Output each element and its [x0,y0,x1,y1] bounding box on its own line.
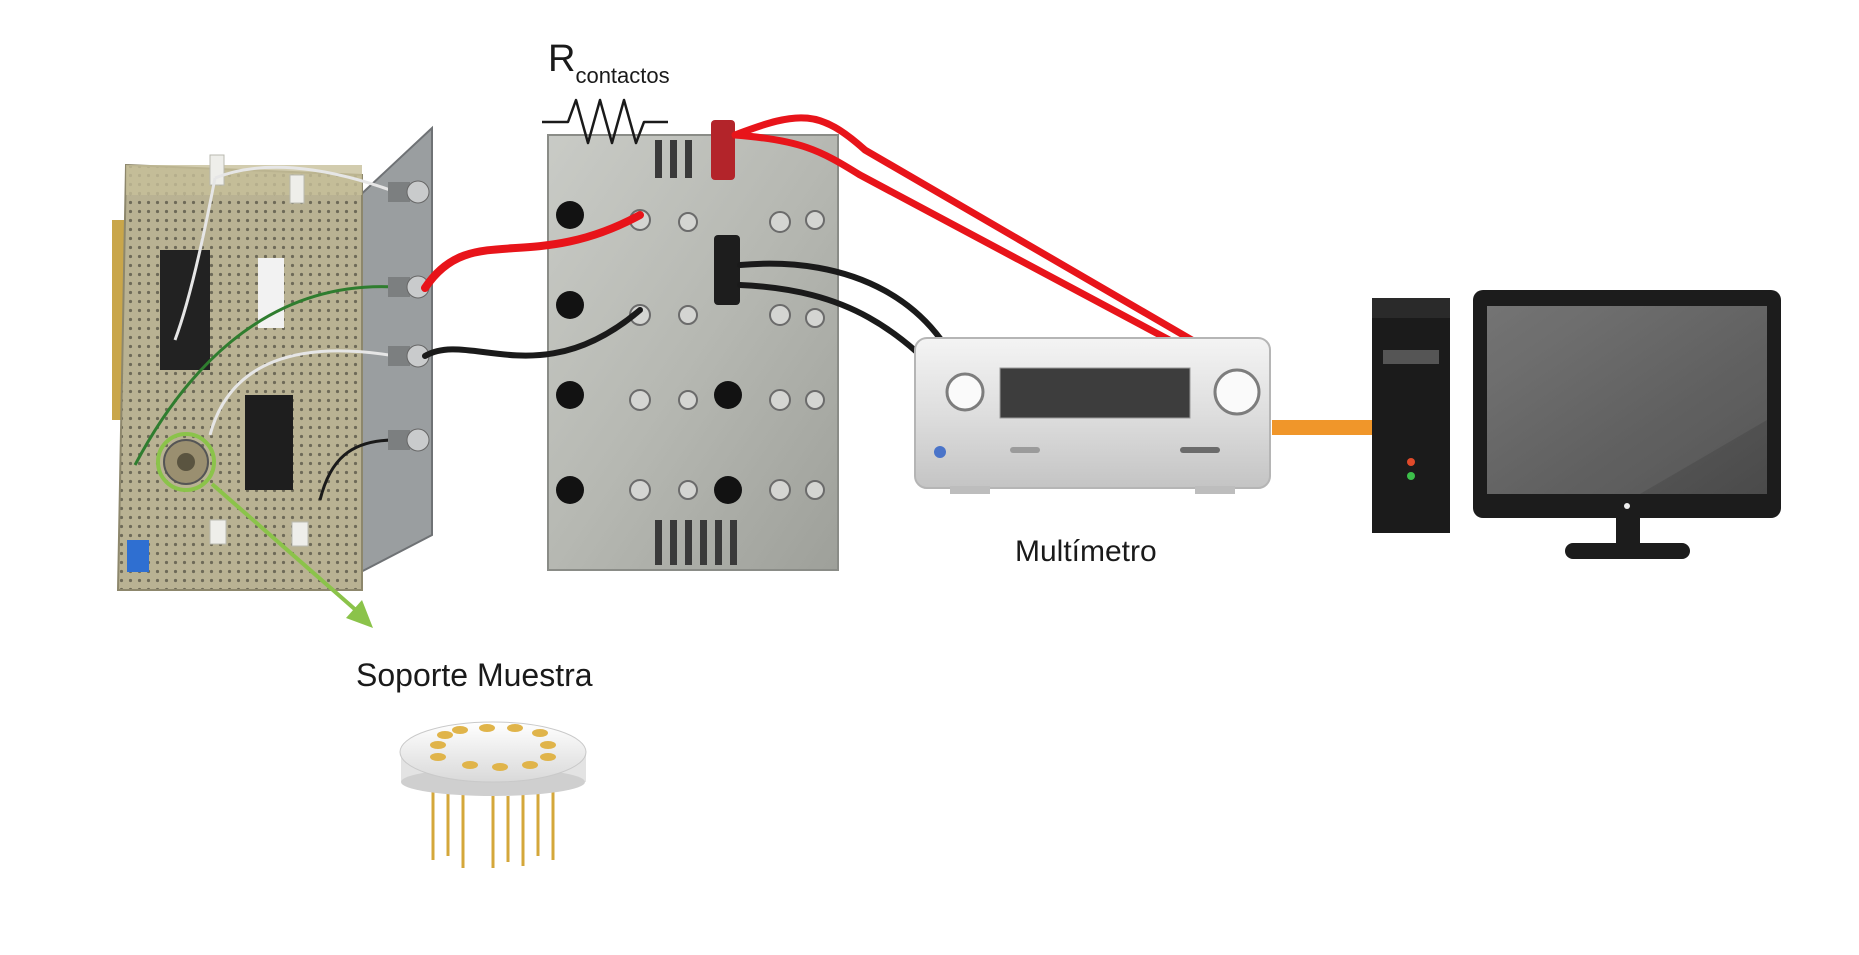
bnc-connector [388,429,429,451]
black-plug [714,235,740,305]
ic-socket [245,395,293,490]
standoff [210,520,226,544]
box-body [548,135,838,570]
monitor-icon [1473,290,1781,559]
connection-box [548,120,838,570]
pcb-surface [118,165,362,590]
usb-cable [1272,420,1372,435]
sample-holder-icon [400,722,586,868]
power-button [934,446,946,458]
multimeter-display [1000,368,1190,418]
multimeter-label: Multímetro [1015,535,1157,569]
sample-holder-label: Soporte Muestra [356,657,593,694]
multimeter-device-icon [915,338,1270,494]
resistor-label: Rcontactos [548,38,670,89]
input-jack [1215,370,1259,414]
resistor-label-subscript: contactos [575,63,669,88]
standoff [210,155,224,185]
input-jack [947,374,983,410]
red-plug [711,120,735,180]
standoff [292,522,308,546]
label-sticker [258,258,284,328]
resistor-label-main: R [548,38,575,80]
bnc-connector [388,181,429,203]
pc-tower-icon [1372,298,1450,533]
standoff [290,175,304,203]
terminal-block [127,540,149,572]
pcb-board [112,128,432,590]
